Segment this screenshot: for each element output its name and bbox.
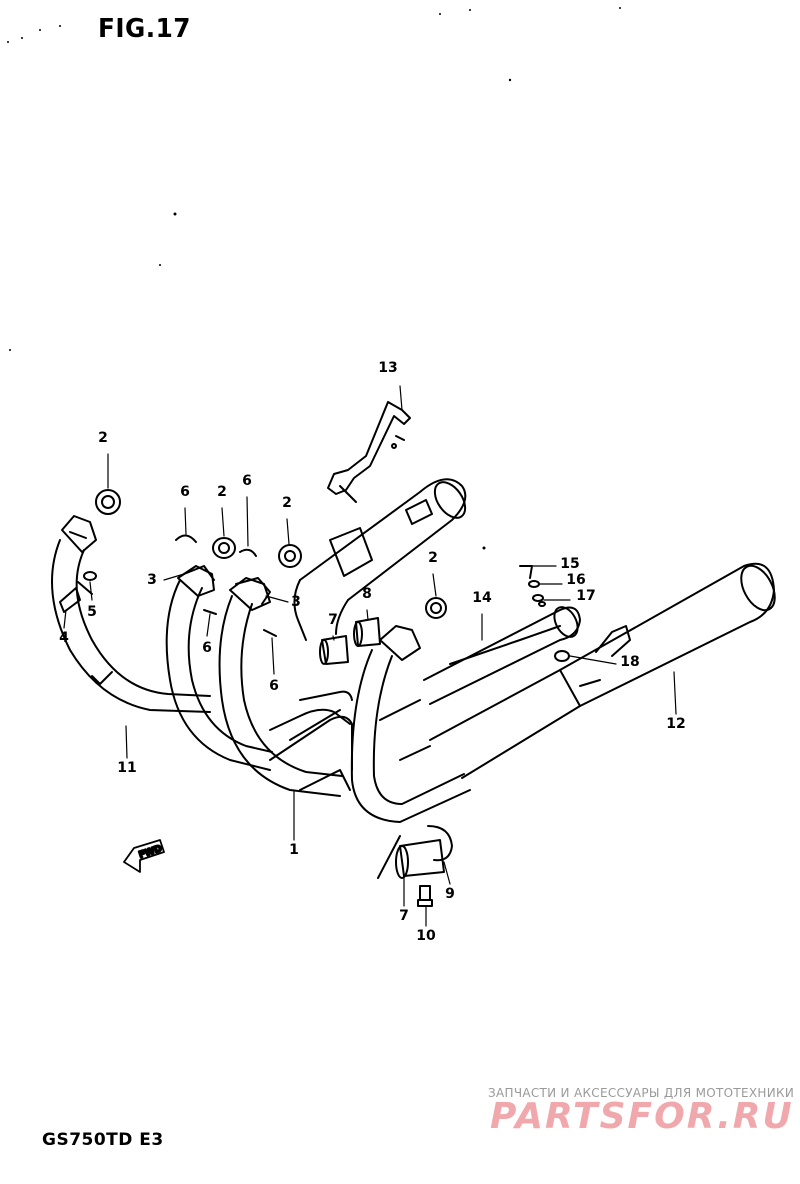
callout-1: 1 <box>289 842 299 858</box>
lower-parts-7-9-10 <box>377 825 453 907</box>
callout-leader-11 <box>125 725 128 759</box>
pipe-center-left <box>165 565 273 771</box>
callout-7: 7 <box>328 612 338 628</box>
pipe-right-lower <box>350 625 471 823</box>
callout-2: 2 <box>98 430 108 446</box>
callout-15: 15 <box>560 556 579 572</box>
callout-9: 9 <box>445 886 455 902</box>
pipe-11 <box>51 515 211 713</box>
callout-leader-6 <box>271 637 275 675</box>
callout-17: 17 <box>576 588 595 604</box>
collector-center <box>269 690 353 731</box>
callout-leader-13 <box>399 385 403 411</box>
callout-3: 3 <box>291 594 301 610</box>
watermark-logo: PARTSFOR.RU <box>490 1096 794 1137</box>
callout-6: 6 <box>269 678 279 694</box>
leader-lines <box>63 385 677 927</box>
callout-leader-12 <box>673 671 677 715</box>
callout-2: 2 <box>282 495 292 511</box>
callout-leader-6 <box>246 496 249 547</box>
callout-leader-5 <box>89 581 93 601</box>
callout-leader-8 <box>366 609 369 621</box>
flanges <box>183 565 271 605</box>
callout-8: 8 <box>362 586 372 602</box>
callout-7: 7 <box>399 908 409 924</box>
watermark-tagline: ЗАПЧАСТИ И АКСЕССУАРЫ ДЛЯ МОТОТЕХНИКИ <box>488 1086 795 1100</box>
callout-2: 2 <box>217 484 227 500</box>
callout-leader-7 <box>332 635 335 641</box>
callout-leader-18 <box>569 655 617 665</box>
callout-6: 6 <box>180 484 190 500</box>
callout-6: 6 <box>242 473 252 489</box>
callout-12: 12 <box>666 716 685 732</box>
callout-leader-3 <box>265 595 289 603</box>
callout-16: 16 <box>566 572 585 588</box>
bracket-13 <box>327 401 411 503</box>
callout-leader-2 <box>286 518 290 545</box>
callout-6: 6 <box>202 640 212 656</box>
scan-specks <box>7 7 621 550</box>
callout-leader-4 <box>63 609 67 629</box>
callout-11: 11 <box>117 760 136 776</box>
callout-4: 4 <box>59 630 69 646</box>
gaskets <box>95 489 447 619</box>
callout-3: 3 <box>147 572 157 588</box>
fwd-arrow: FWD <box>123 839 165 873</box>
muffler-upper-right <box>293 478 467 641</box>
callout-13: 13 <box>378 360 397 376</box>
pipe-1 <box>218 577 353 797</box>
bolt-4-5 <box>59 571 97 613</box>
callout-18: 18 <box>620 654 639 670</box>
callout-leader-9 <box>443 861 451 885</box>
connector-7-8 <box>319 617 381 665</box>
callout-14: 14 <box>472 590 492 606</box>
callout-leader-6 <box>184 507 187 535</box>
callout-leader-3 <box>163 573 185 581</box>
clips <box>175 534 277 637</box>
muffler-12 <box>429 562 776 779</box>
figure-title: FIG.17 <box>98 14 191 44</box>
callout-5: 5 <box>87 604 97 620</box>
model-label: GS750TD E3 <box>42 1130 164 1150</box>
callout-2: 2 <box>428 550 438 566</box>
callout-leader-2 <box>432 573 437 597</box>
callout-leader-2 <box>221 507 225 537</box>
callout-leader-6 <box>206 613 211 637</box>
callout-10: 10 <box>416 928 436 944</box>
pipe-14 <box>423 606 581 705</box>
